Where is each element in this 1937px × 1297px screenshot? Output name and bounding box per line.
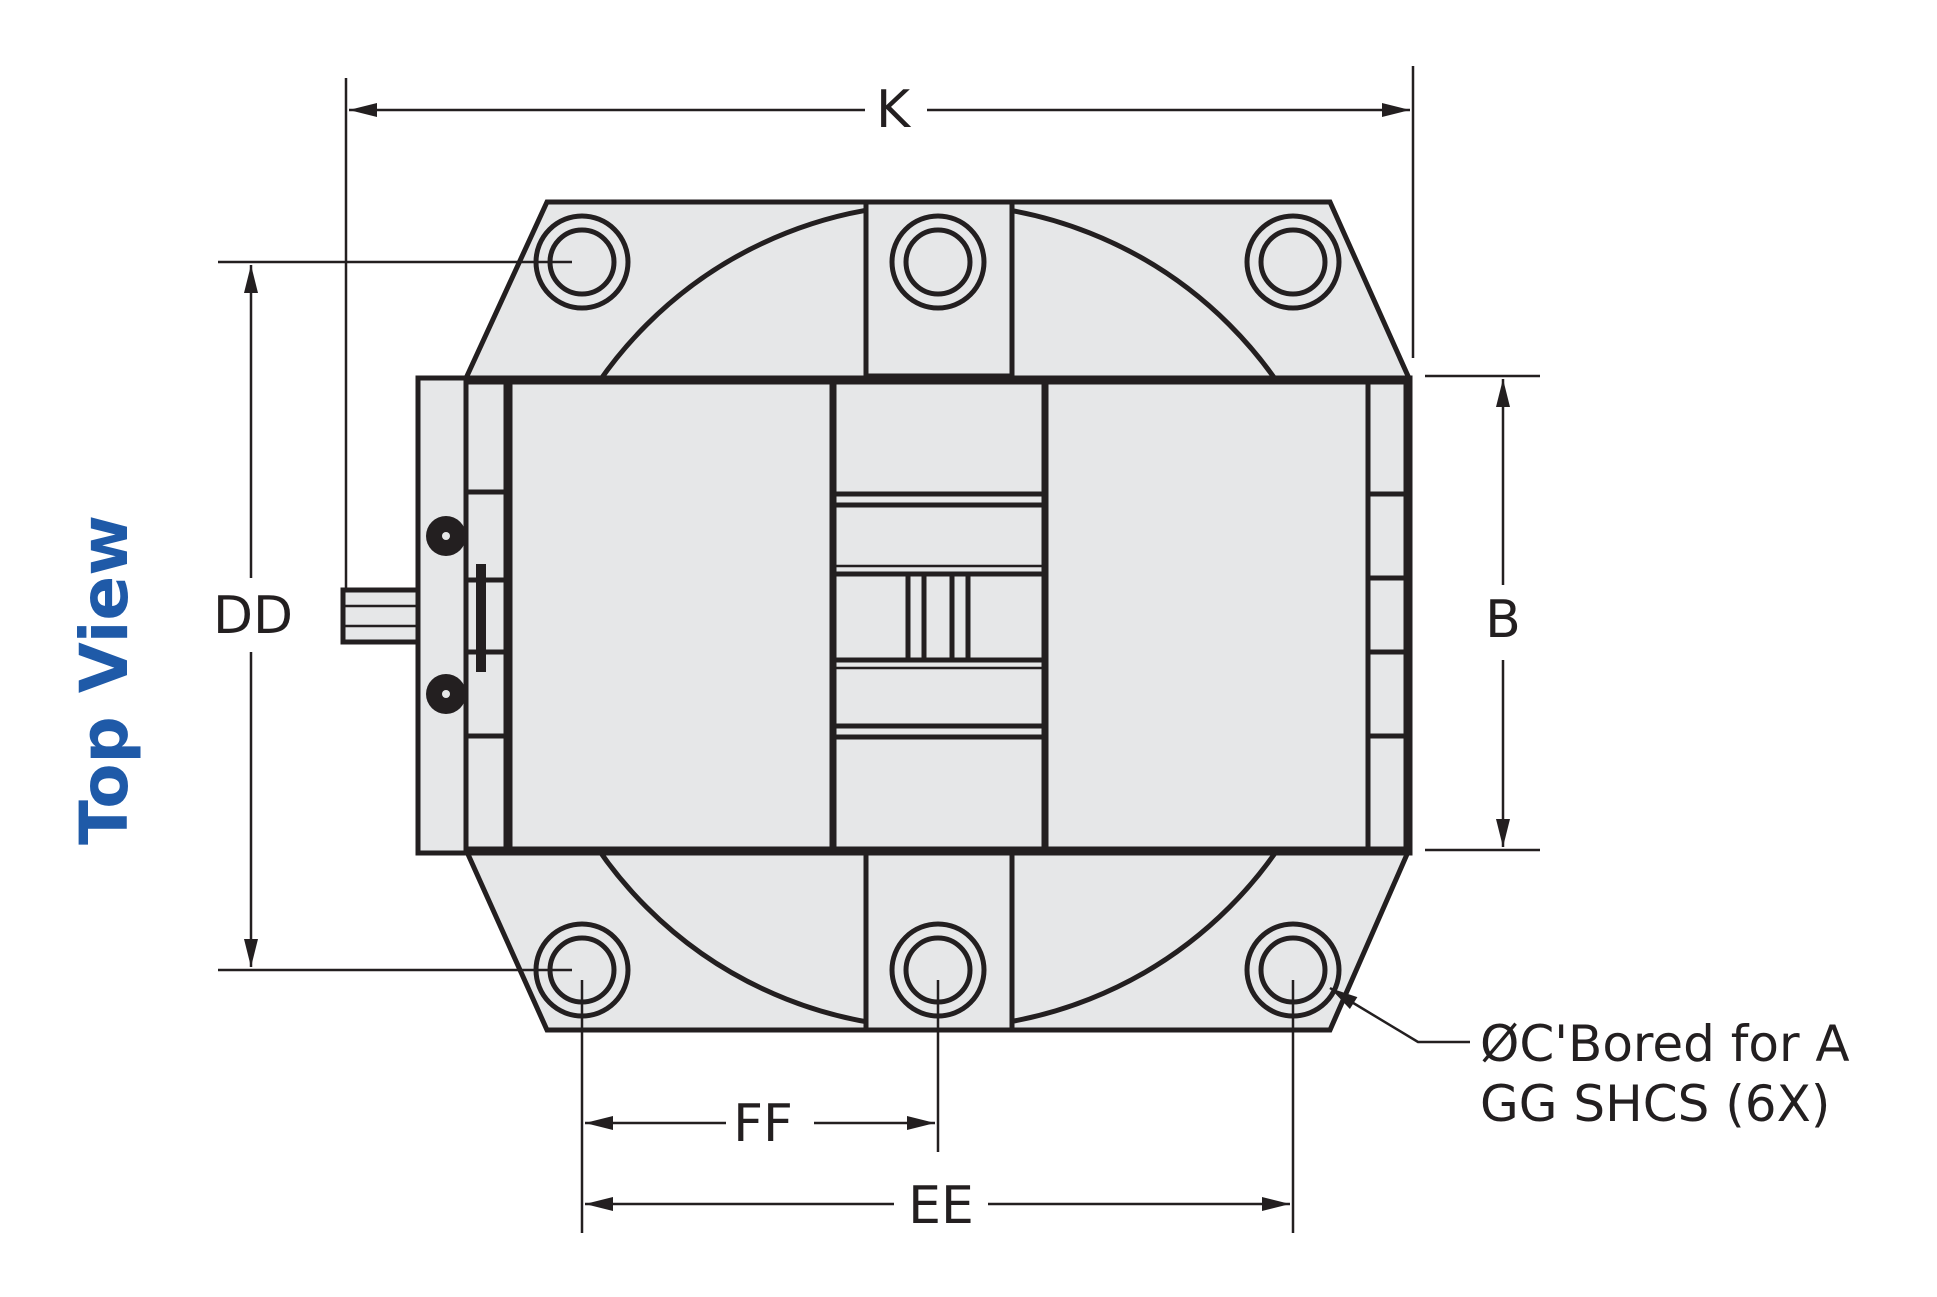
dimension-label-k: K [876, 80, 912, 140]
dimension-label-dd: DD [213, 586, 293, 646]
hole-callout: ØC'Bored for A GG SHCS (6X) [1329, 986, 1850, 1133]
dimension-ee: EE [585, 980, 1295, 1236]
callout-line-2: GG SHCS (6X) [1480, 1075, 1830, 1133]
dimension-label-ee: EE [908, 1176, 974, 1236]
counterbore-holes [533, 213, 1342, 1019]
dimension-label-ff: FF [733, 1094, 793, 1154]
view-title: Top View [66, 515, 143, 845]
dimension-ff: FF [580, 980, 940, 1233]
callout-line-1: ØC'Bored for A [1480, 1015, 1850, 1073]
dimension-k: K [344, 66, 1415, 590]
dimension-label-b: B [1485, 590, 1521, 650]
counterbore-hole-icon [889, 921, 987, 1019]
vise-body [340, 375, 1413, 856]
dimension-b: B [1425, 374, 1540, 852]
counterbore-hole-icon [1244, 213, 1342, 311]
counterbore-hole-icon [889, 213, 987, 311]
dimension-dd: DD [213, 260, 572, 972]
